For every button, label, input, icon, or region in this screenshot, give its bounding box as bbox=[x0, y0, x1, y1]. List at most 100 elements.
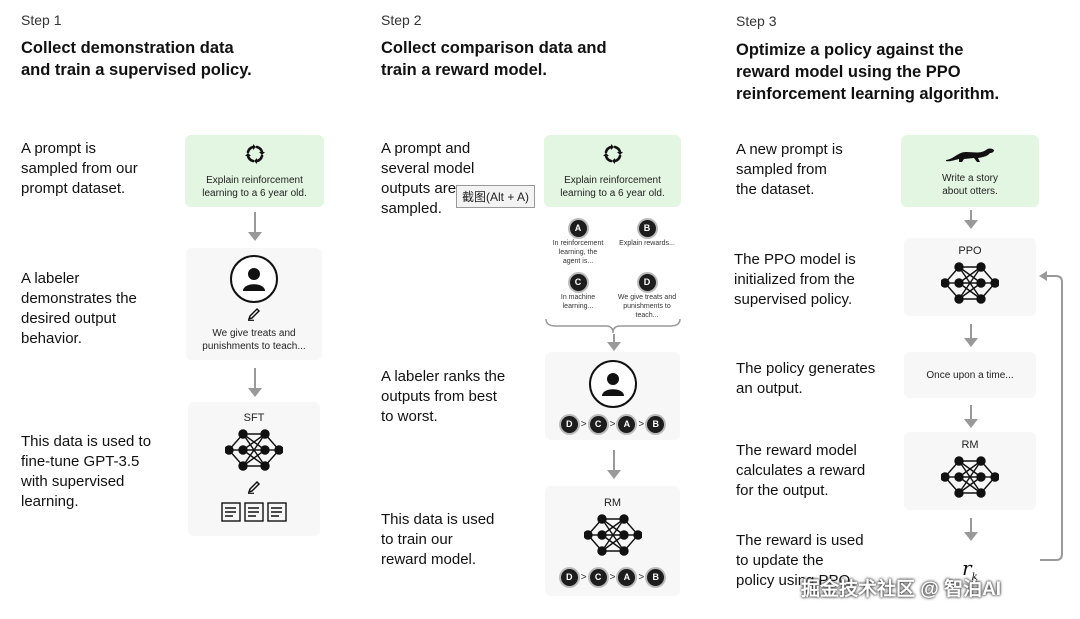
step1-label: Step 1 bbox=[21, 12, 62, 28]
output-line: In reinforcement bbox=[552, 239, 604, 247]
desc-line: This data is used bbox=[381, 511, 495, 528]
step3-title: Optimize a policy against the reward mod… bbox=[736, 39, 999, 105]
otter-icon bbox=[944, 144, 996, 168]
desc-line: several model bbox=[381, 160, 475, 177]
person-icon bbox=[601, 372, 624, 396]
badge-a: A bbox=[569, 219, 587, 237]
rank-badge: D bbox=[560, 415, 578, 433]
rank-badge: C bbox=[589, 568, 607, 586]
step3-desc-generate: The policy generates an output. bbox=[736, 359, 875, 399]
rank-badge: B bbox=[647, 568, 665, 586]
demo-line: We give treats and bbox=[212, 328, 296, 339]
labeler-avatar bbox=[230, 255, 278, 303]
desc-line: to worst. bbox=[381, 408, 438, 425]
step3-title-line: reward model using the PPO bbox=[736, 63, 961, 81]
desc-line: for the output. bbox=[736, 482, 829, 499]
documents-icon bbox=[221, 502, 287, 526]
desc-line: A prompt and bbox=[381, 140, 471, 157]
screenshot-tooltip: 截图(Alt + A) bbox=[456, 185, 536, 208]
step2-desc-rank: A labeler ranks the outputs from best to… bbox=[381, 367, 505, 427]
neural-network-icon bbox=[224, 428, 284, 476]
desc-line: learning. bbox=[21, 493, 79, 510]
step1-title: Collect demonstration data and train a s… bbox=[21, 37, 252, 81]
prompt-line: Explain reinforcement bbox=[206, 174, 303, 186]
rank-badge: A bbox=[618, 415, 636, 433]
output-line: Explain rewards... bbox=[619, 239, 675, 247]
output-line: learning, the bbox=[558, 248, 598, 256]
rank-sep: > bbox=[609, 418, 616, 430]
step2-desc-sample: A prompt and several model outputs are s… bbox=[381, 139, 474, 219]
ranking-row: D > C > A > B bbox=[560, 415, 665, 433]
reward-symbol: r bbox=[962, 556, 972, 580]
step3-label: Step 3 bbox=[736, 13, 777, 29]
sft-label: SFT bbox=[243, 412, 265, 424]
step3-desc-prompt: A new prompt is sampled from the dataset… bbox=[736, 140, 843, 200]
step3-desc-ppo: The PPO model is initialized from the su… bbox=[734, 250, 856, 310]
rank-badge: D bbox=[560, 568, 578, 586]
person-icon bbox=[243, 268, 265, 291]
recycle-icon bbox=[244, 143, 266, 169]
prompt-line: about otters. bbox=[942, 186, 998, 197]
step1-desc-demonstrate: A labeler demonstrates the desired outpu… bbox=[21, 269, 137, 349]
step3-prompt-card: Write a story about otters. bbox=[901, 135, 1039, 207]
output-line: teach... bbox=[635, 311, 659, 319]
step2-title: Collect comparison data and train a rewa… bbox=[381, 37, 607, 81]
badge-b: B bbox=[638, 219, 656, 237]
pencil-icon bbox=[247, 480, 261, 498]
prompt-line: learning to a 6 year old. bbox=[560, 187, 665, 199]
desc-line: reward model. bbox=[381, 551, 477, 568]
step2-rank-card: D > C > A > B bbox=[545, 352, 680, 440]
desc-line: desired output bbox=[21, 310, 117, 327]
desc-line: to train our bbox=[381, 531, 453, 548]
step3-ppo-card: PPO bbox=[904, 238, 1036, 316]
step2-rm-card: RM D > C > A > B bbox=[545, 486, 680, 596]
desc-line: sampled from bbox=[736, 161, 827, 178]
output-line: punishments to bbox=[623, 302, 671, 310]
demo-line: punishments to teach... bbox=[202, 341, 306, 352]
desc-line: A prompt is bbox=[21, 140, 97, 157]
step3-output-card: Once upon a time... bbox=[904, 352, 1036, 398]
step3-rm-card: RM bbox=[904, 432, 1036, 510]
neural-network-icon bbox=[940, 261, 1000, 309]
desc-line: demonstrates the bbox=[21, 290, 137, 307]
desc-line: to update the bbox=[736, 552, 824, 569]
rank-sep: > bbox=[638, 418, 645, 430]
desc-line: calculates a reward bbox=[736, 462, 866, 479]
ppo-label: PPO bbox=[958, 245, 982, 257]
watermark: 掘金技术社区 @ 智泊AI bbox=[801, 579, 1002, 600]
desc-line: fine-tune GPT-3.5 bbox=[21, 453, 140, 470]
step1-desc-prompt: A prompt is sampled from our prompt data… bbox=[21, 139, 138, 199]
neural-network-icon bbox=[582, 513, 643, 561]
desc-line: with supervised bbox=[21, 473, 125, 490]
rank-badge: B bbox=[647, 415, 665, 433]
step2-label: Step 2 bbox=[381, 12, 422, 28]
prompt-line: Write a story bbox=[942, 173, 998, 184]
output-b: B Explain rewards... bbox=[614, 218, 680, 248]
desc-line: sampled from our bbox=[21, 160, 138, 177]
desc-line: A labeler bbox=[21, 270, 80, 287]
step2-desc-train: This data is used to train our reward mo… bbox=[381, 510, 494, 570]
desc-line: The PPO model is bbox=[734, 251, 856, 268]
desc-line: outputs are bbox=[381, 180, 457, 197]
badge-c: C bbox=[569, 273, 587, 291]
prompt-line: Explain reinforcement bbox=[564, 174, 661, 186]
step1-sft-card: SFT bbox=[188, 402, 320, 536]
rank-sep: > bbox=[609, 571, 616, 583]
desc-line: The policy generates bbox=[736, 360, 876, 377]
badge-d: D bbox=[638, 273, 656, 291]
desc-line: sampled. bbox=[381, 200, 442, 217]
step1-demo-card: We give treats and punishments to teach.… bbox=[186, 248, 322, 360]
step2-title-line: Collect comparison data and bbox=[381, 39, 607, 57]
output-a: A In reinforcement learning, the agent i… bbox=[545, 218, 611, 266]
rm-label: RM bbox=[961, 439, 979, 451]
desc-line: The reward is used bbox=[736, 532, 864, 549]
step1-desc-finetune: This data is used to fine-tune GPT-3.5 w… bbox=[21, 432, 151, 512]
output-line: learning... bbox=[562, 302, 594, 310]
rank-badge: A bbox=[618, 568, 636, 586]
reward-value: rk bbox=[962, 556, 978, 583]
pencil-icon bbox=[247, 307, 261, 325]
labeler-avatar bbox=[588, 359, 637, 408]
reward-subscript: k bbox=[971, 572, 978, 583]
step3-desc-update: The reward is used to update the policy … bbox=[736, 531, 864, 591]
step1-prompt-card: Explain reinforcement learning to a 6 ye… bbox=[185, 135, 324, 207]
